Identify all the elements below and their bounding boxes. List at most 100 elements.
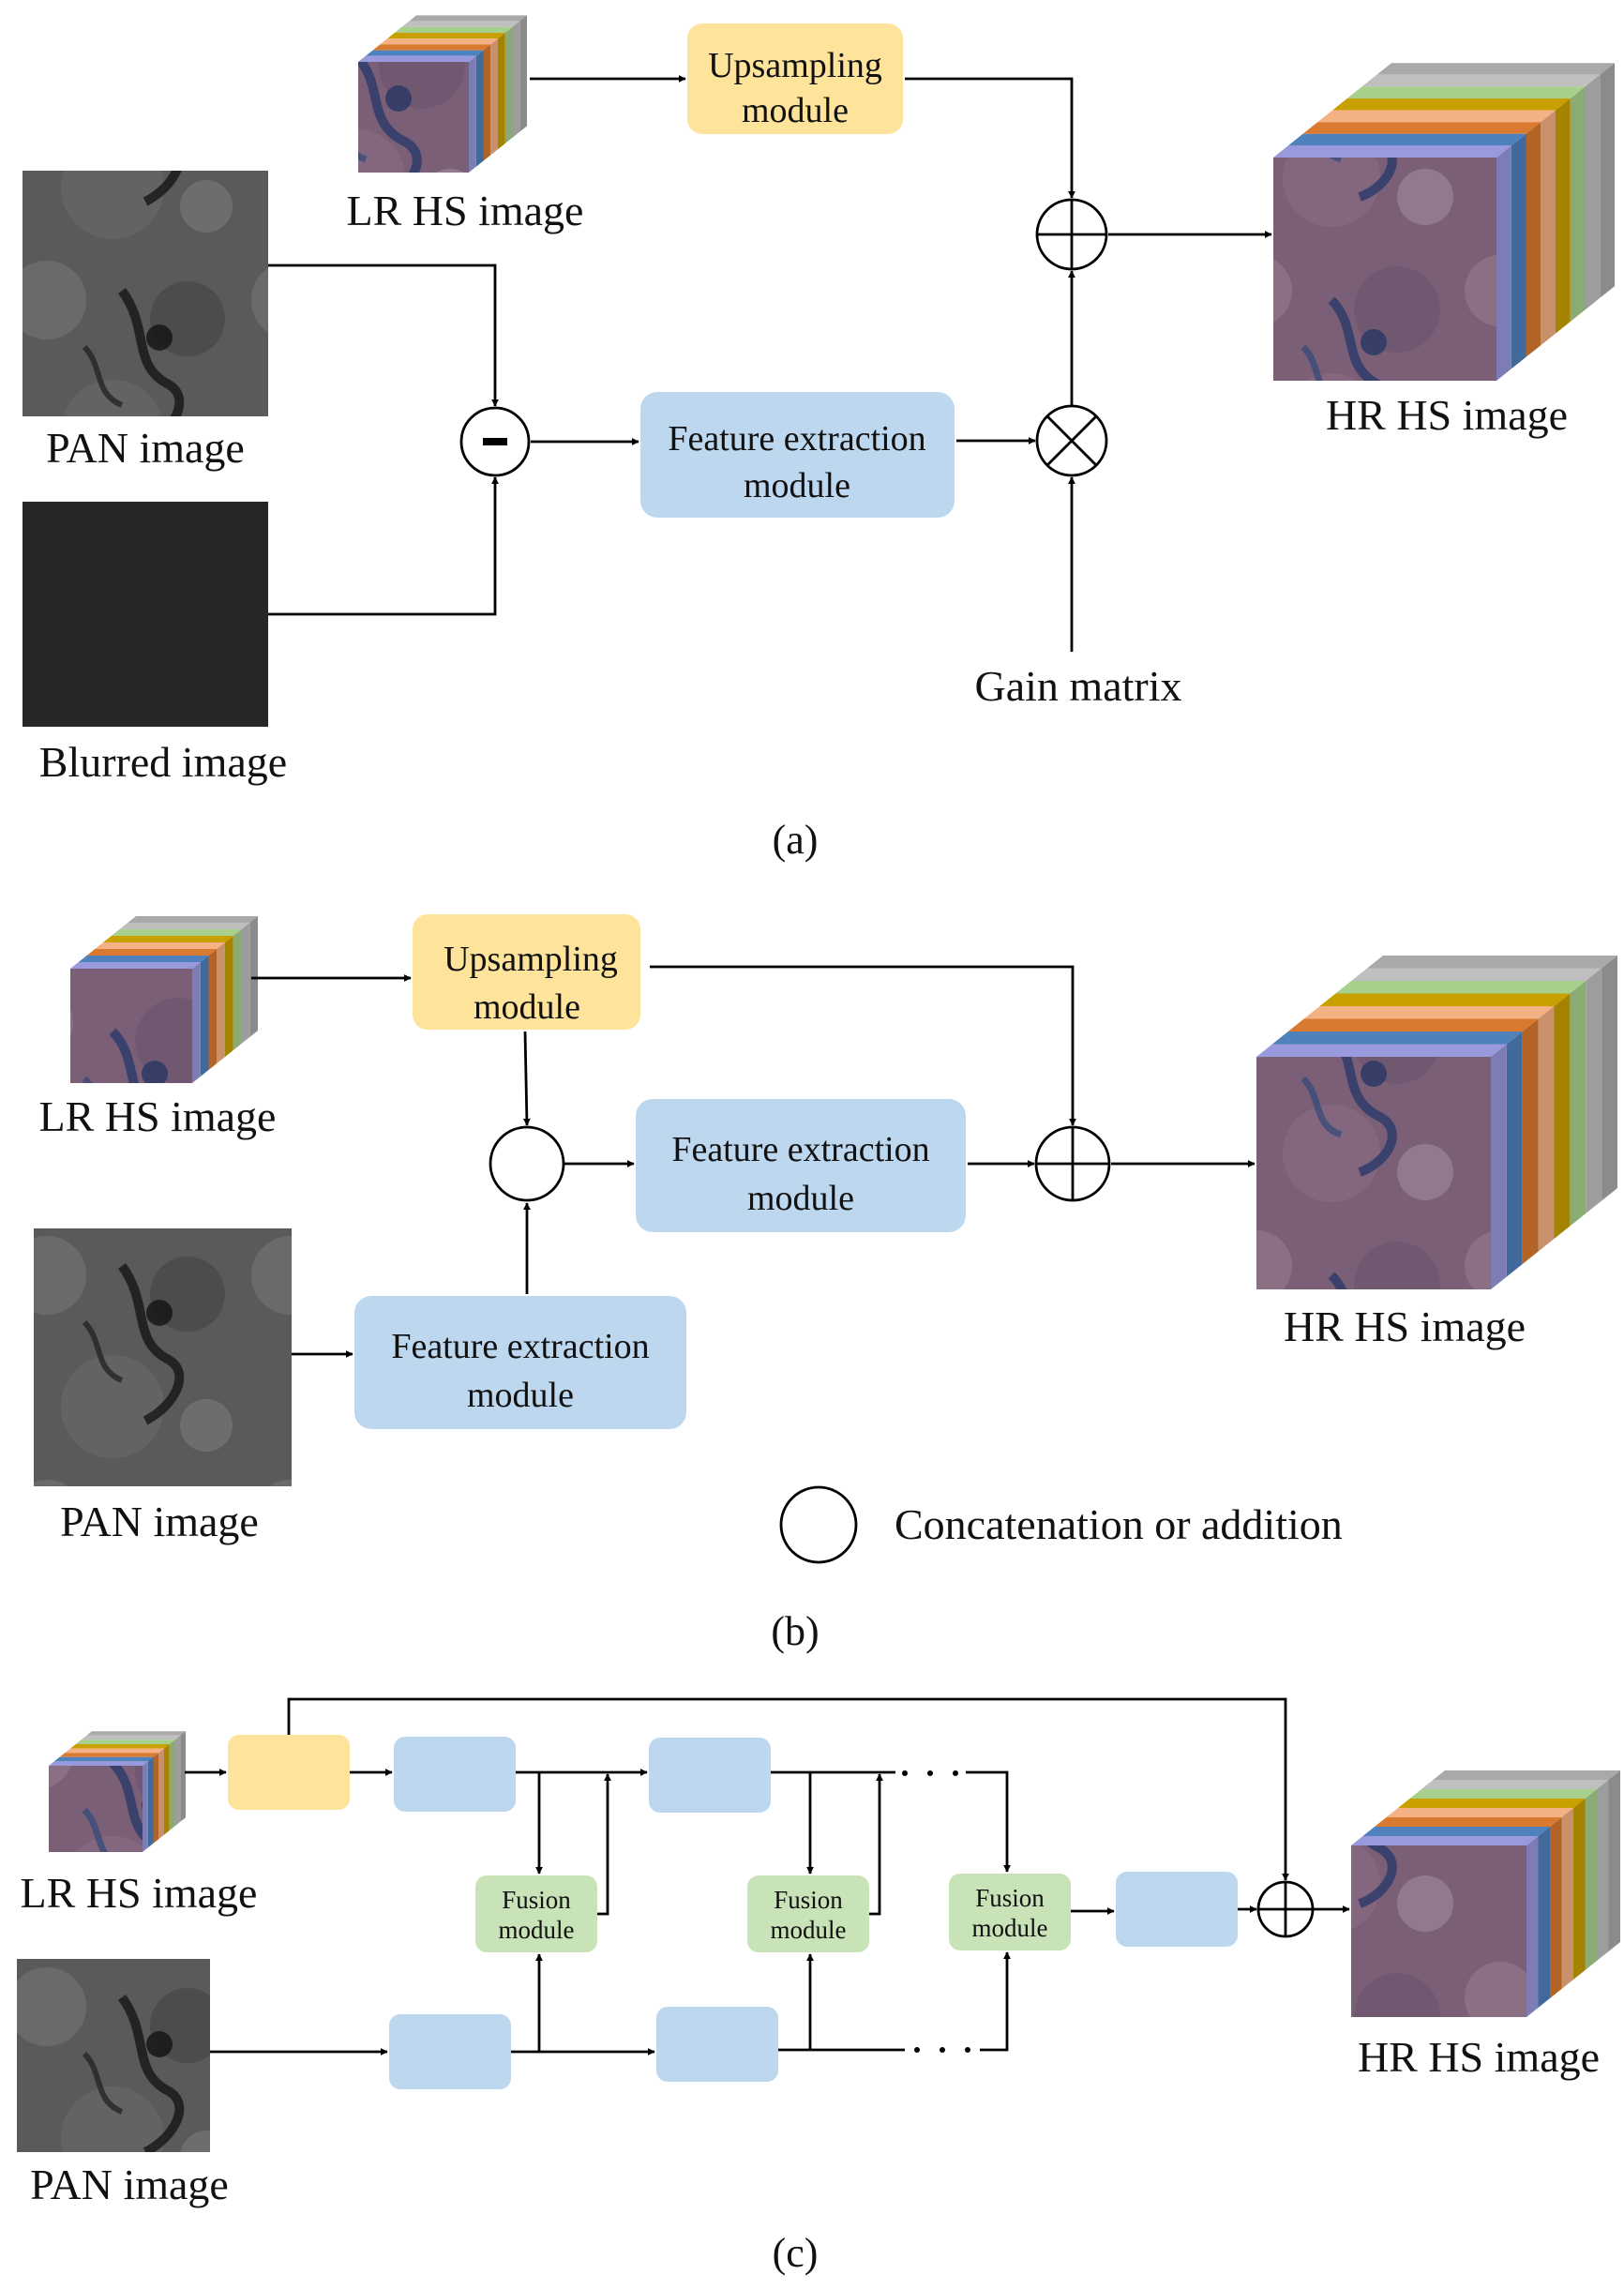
add-op-icon-a <box>1035 198 1108 271</box>
band-layer-side <box>1522 1018 1539 1264</box>
band-layer-top <box>1335 981 1586 994</box>
band-layer-side <box>1570 981 1586 1227</box>
band-layer-top <box>1351 1836 1539 1845</box>
feature-top-label-b-2: module <box>747 1179 854 1218</box>
upsampling-module-b <box>413 914 640 1030</box>
band-layer-side <box>512 21 520 138</box>
pan-feature-block-2 <box>656 2007 778 2082</box>
fusion-module-1 <box>475 1875 597 1952</box>
band-layer-top <box>409 15 527 22</box>
arrows-b <box>251 965 1256 1358</box>
upsampling-module-a <box>687 23 903 134</box>
band-layer-top <box>1273 145 1511 158</box>
band-layer-side <box>1600 63 1615 298</box>
band-layer-top <box>65 1748 164 1754</box>
band-layer-top <box>111 929 242 936</box>
output-feature-block <box>1116 1872 1238 1947</box>
pan-label-a: PAN image <box>46 424 245 472</box>
band-layer-top <box>1409 1789 1597 1799</box>
blurred-label: Blurred image <box>39 738 287 786</box>
band-layer-top <box>86 1731 186 1736</box>
lr-hs-cube-b <box>70 916 258 1083</box>
hs-front-face <box>1273 158 1496 381</box>
band-layer-top <box>372 44 491 51</box>
band-layer-top <box>1287 1018 1539 1032</box>
band-layer-side <box>1541 110 1556 346</box>
legend-circle-icon <box>779 1485 858 1564</box>
band-layer-side <box>169 1739 175 1830</box>
hs-front-face <box>1351 1845 1526 2017</box>
ellipsis-dots-bottom <box>914 2047 970 2053</box>
band-layer-side <box>490 38 498 156</box>
band-layer-top <box>1375 1817 1562 1827</box>
band-layer-top <box>380 38 498 45</box>
upsampling-label-b-2: module <box>474 987 580 1027</box>
gain-matrix-label: Gain matrix <box>975 662 1182 710</box>
arrows-c <box>185 1697 1350 2056</box>
feature-top-label-b-1: Feature extraction <box>671 1130 929 1169</box>
band-layer-side <box>1538 1827 1550 2008</box>
band-layer-side <box>1554 993 1571 1239</box>
fusion-module-3 <box>949 1874 1071 1950</box>
band-layer-side <box>1586 968 1602 1213</box>
blurred-image <box>23 502 268 727</box>
band-layer-side <box>1550 1817 1562 1998</box>
fusion-module-2 <box>747 1875 869 1952</box>
band-layer-side <box>1585 74 1601 310</box>
band-layer-side <box>192 962 201 1083</box>
band-layer-top <box>81 1735 181 1740</box>
fusion-2-label-2: module <box>771 1916 847 1944</box>
pan-feature-block-1 <box>389 2014 511 2089</box>
band-layer-side <box>153 1753 159 1844</box>
band-layer-top <box>1398 1799 1586 1808</box>
band-layer-side <box>475 50 484 167</box>
band-layer-side <box>1561 1808 1573 1989</box>
add-op-icon-b <box>1034 1125 1111 1202</box>
band-layer-top <box>387 33 505 39</box>
panel-a: LR HS image PAN image Blurred image Upsa… <box>23 15 1615 863</box>
band-layer-side <box>1585 1789 1597 1970</box>
feature-bottom-label-b-1: Feature extraction <box>391 1327 649 1366</box>
band-layer-side <box>1538 1006 1555 1252</box>
band-layer-side <box>1496 145 1511 381</box>
pan-image-a <box>23 171 268 416</box>
add-op-icon-c <box>1256 1880 1315 1938</box>
fusion-1-label-2: module <box>499 1916 575 1944</box>
band-layer-top <box>394 26 513 33</box>
band-layer-top <box>119 923 250 929</box>
hr-hs-cube-a <box>1273 63 1615 381</box>
concat-op-icon <box>489 1125 565 1202</box>
panel-b: LR HS image PAN image Upsampling module … <box>34 914 1617 1654</box>
lr-hs-label-c: LR HS image <box>21 1869 258 1917</box>
band-layer-side <box>1491 1044 1507 1289</box>
upsampling-label-a-2: module <box>742 91 849 130</box>
fusion-3-label-2: module <box>972 1914 1048 1942</box>
panel-c: LR HS image PAN image Fusion module Fusi… <box>17 1697 1620 2276</box>
band-layer-side <box>1526 1836 1539 2017</box>
band-layer-side <box>1570 86 1586 323</box>
upsampling-label-b-1: Upsampling <box>444 940 618 979</box>
band-layer-side <box>1556 98 1571 334</box>
band-layer-top <box>70 1744 170 1749</box>
band-layer-side <box>180 1731 186 1822</box>
band-layer-top <box>1367 956 1617 969</box>
fusion-3-label-1: Fusion <box>975 1884 1045 1912</box>
band-layer-top <box>1351 968 1602 981</box>
band-layer-top <box>1319 993 1571 1006</box>
band-layer-top <box>1317 110 1556 123</box>
band-layer-top <box>1256 1044 1507 1057</box>
band-layer-top <box>1376 63 1615 75</box>
hs-front-face <box>358 62 469 173</box>
band-layer-side <box>200 956 209 1077</box>
upsampling-module-c <box>228 1735 350 1810</box>
band-layer-top <box>128 916 258 923</box>
band-layer-top <box>1361 74 1601 87</box>
band-layer-side <box>217 942 225 1063</box>
band-layer-side <box>1526 122 1541 357</box>
band-layer-side <box>1573 1799 1586 1980</box>
band-layer-side <box>208 949 218 1070</box>
band-layer-side <box>158 1748 164 1840</box>
band-layer-top <box>1421 1780 1609 1789</box>
fusion-1-label-1: Fusion <box>502 1886 571 1914</box>
lr-hs-label-a: LR HS image <box>347 187 584 234</box>
